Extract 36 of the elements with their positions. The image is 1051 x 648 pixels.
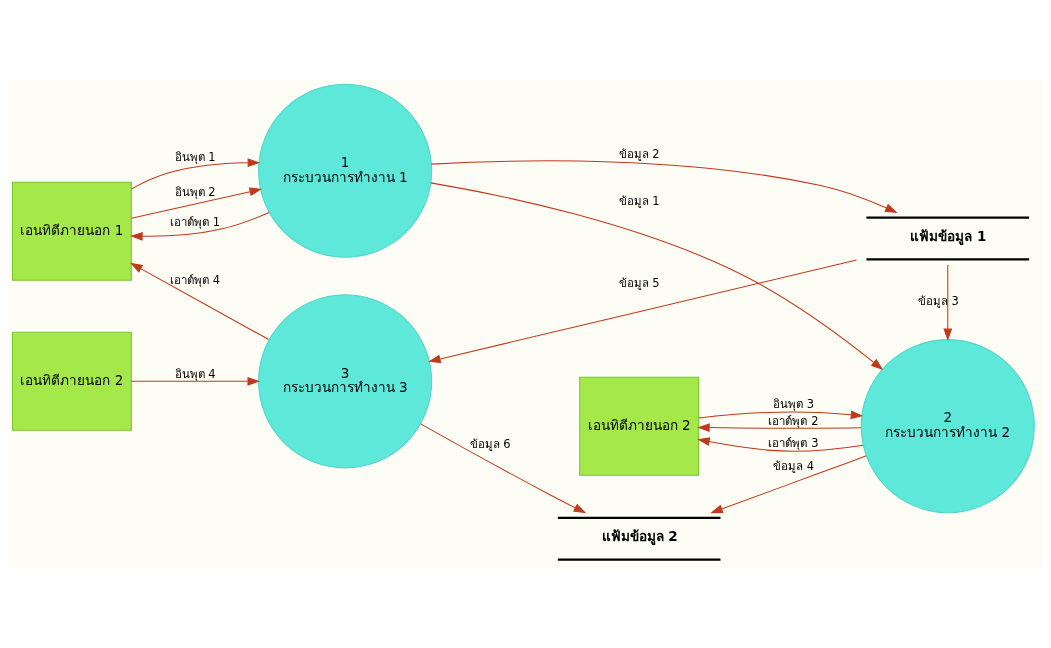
node-box: เอนทิตีภายนอก 1 xyxy=(12,181,132,281)
node-circle: 2 กระบวนการทำงาน 2 xyxy=(860,338,1035,513)
arrow xyxy=(130,376,260,386)
arrow xyxy=(697,422,862,432)
arrow xyxy=(131,157,261,189)
edge-label: อินพุต 3 xyxy=(772,396,814,411)
arrow xyxy=(697,436,864,452)
edge-label: เอาต์พุต 4 xyxy=(170,272,220,287)
edge-label: ข้อมูล 1 xyxy=(618,193,660,208)
edge-label: ข้อมูล 2 xyxy=(618,146,660,161)
arrow xyxy=(130,186,263,219)
node-box: เอนทิตีภายนอก 2 xyxy=(12,331,132,431)
edge-label: ข้อมูล 5 xyxy=(618,275,660,290)
edge-label: ข้อมูล 6 xyxy=(469,436,511,451)
edge-label: อินพุต 2 xyxy=(174,184,216,199)
arrow xyxy=(130,262,270,340)
node-circle: 1 กระบวนการทำงาน 1 xyxy=(258,83,433,258)
node-box: เอนทิตีภายนอก 2 xyxy=(579,376,700,476)
arrow xyxy=(943,263,953,341)
edge-label: เอาต์พุต 2 xyxy=(768,413,819,428)
arrow xyxy=(420,422,587,513)
arrow xyxy=(698,409,864,419)
edge-label: เอาต์พุต 3 xyxy=(768,435,819,450)
arrow xyxy=(428,258,858,363)
edge-label: เอาต์พุต 1 xyxy=(170,214,220,229)
edge-label: ข้อมูล 4 xyxy=(772,458,814,473)
arrow xyxy=(430,181,884,370)
edge-label: อินพุต 1 xyxy=(174,149,216,164)
edge-label: ข้อมูล 3 xyxy=(917,293,959,308)
arrow xyxy=(710,454,867,513)
arrow xyxy=(130,211,270,241)
node-text: แฟ้มข้อมูล 1 xyxy=(910,227,987,244)
edge-label: อินพุต 4 xyxy=(174,366,216,381)
arrow xyxy=(431,159,898,213)
node-circle: 3 กระบวนการทำงาน 3 xyxy=(258,293,433,468)
node-text: แฟ้มข้อมูล 2 xyxy=(601,527,678,544)
